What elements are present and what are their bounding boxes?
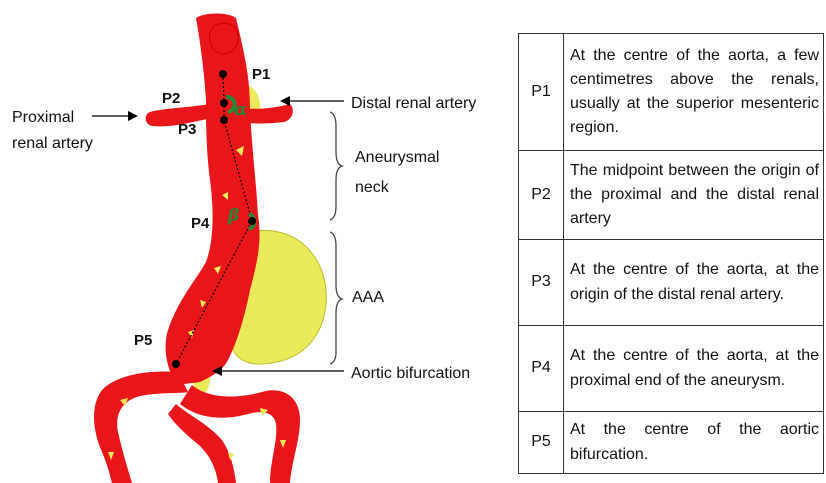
point-code: P2 — [519, 151, 564, 240]
celiac-stump — [210, 23, 239, 54]
table-row: P1 At the centre of the aorta, a few cen… — [519, 34, 824, 151]
p2-label: P2 — [162, 90, 180, 107]
point-p1 — [219, 70, 227, 78]
points-definition-table: P1 At the centre of the aorta, a few cen… — [518, 33, 824, 474]
point-code: P1 — [519, 34, 564, 151]
aortic-bifurcation-label: Aortic bifurcation — [351, 364, 470, 384]
point-p2 — [220, 99, 228, 107]
table-row: P5 At the centre of the aortic bifurcati… — [519, 412, 824, 474]
point-description: At the centre of the aorta, a few centim… — [564, 34, 824, 151]
point-p4 — [248, 217, 256, 225]
table-row: P4 At the centre of the aorta, at the pr… — [519, 326, 824, 412]
left-iliac — [94, 372, 188, 483]
point-code: P5 — [519, 412, 564, 474]
point-description: At the centre of the aorta, at the origi… — [564, 240, 824, 326]
point-description: At the centre of the aorta, at the proxi… — [564, 326, 824, 412]
table-row: P2 The midpoint between the origin of th… — [519, 151, 824, 240]
distal-renal-artery-label: Distal renal artery — [351, 94, 476, 114]
aorta-illustration — [0, 0, 500, 483]
alpha-label: α — [234, 100, 247, 120]
point-code: P3 — [519, 240, 564, 326]
point-description: At the centre of the aortic bifurcation. — [564, 412, 824, 474]
point-description: The midpoint between the origin of the p… — [564, 151, 824, 240]
table-row: P3 At the centre of the aorta, at the or… — [519, 240, 824, 326]
p5-label: P5 — [134, 332, 152, 349]
p3-label: P3 — [178, 121, 196, 138]
point-p5 — [172, 360, 180, 368]
p4-label: P4 — [191, 215, 209, 232]
proximal-renal-artery-label: Proximal renal artery — [12, 105, 93, 157]
beta-label: β — [228, 206, 239, 226]
aneurysmal-neck-label: Aneurysmal neck — [355, 143, 439, 203]
neck-brace — [330, 112, 342, 220]
p1-label: P1 — [252, 66, 270, 83]
point-code: P4 — [519, 326, 564, 412]
aaa-brace — [330, 232, 342, 364]
point-p3 — [220, 116, 228, 124]
aaa-label: AAA — [352, 288, 384, 308]
